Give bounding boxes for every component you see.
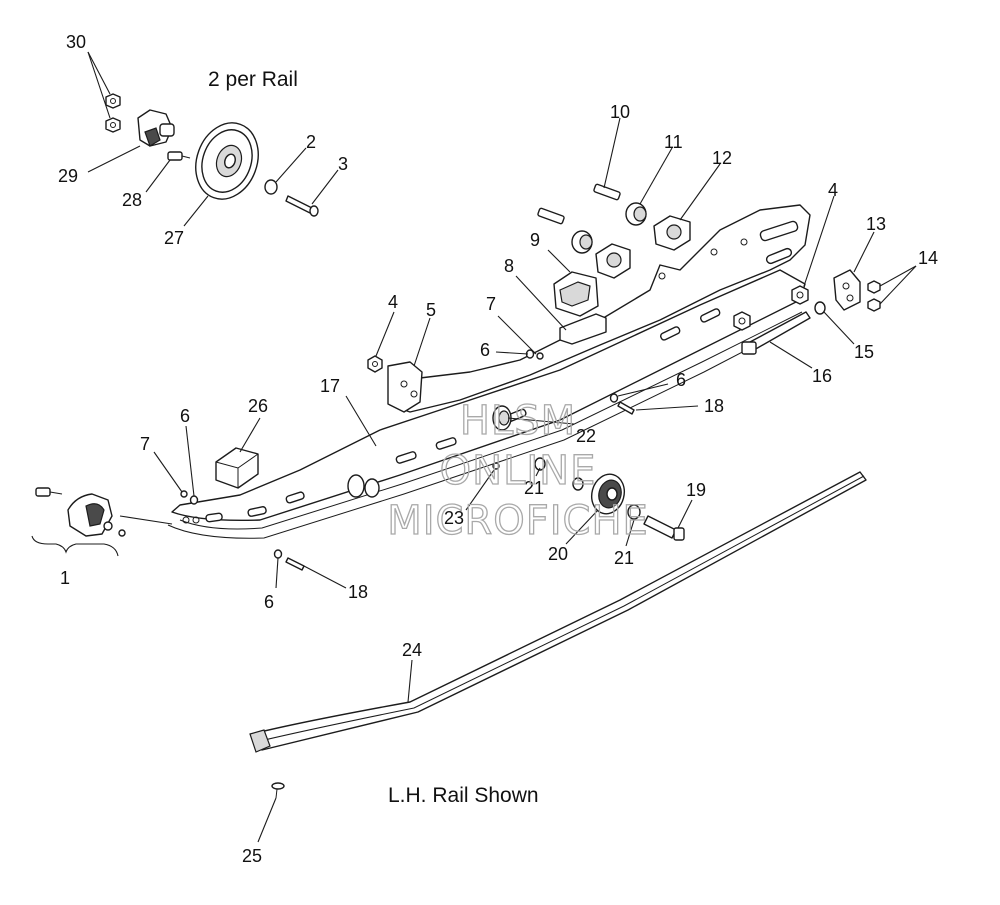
watermark-line-2: ONLINE — [440, 448, 597, 494]
block-part-9 — [553, 271, 599, 317]
bracket-part-5 — [387, 361, 423, 413]
callout-3: 3 — [338, 154, 348, 174]
washer-part-21 — [627, 504, 641, 520]
rail-slots — [205, 220, 799, 523]
bolt-part-3 — [285, 195, 319, 217]
callout-23: 23 — [444, 508, 464, 528]
caption-bottom: L.H. Rail Shown — [388, 784, 539, 807]
watermark-line-3: MICROFICHE — [387, 498, 649, 544]
callout-6d: 6 — [264, 592, 274, 612]
bracket-part-13 — [833, 269, 861, 311]
end-cap-part-1 — [31, 487, 126, 557]
callout-8: 8 — [504, 256, 514, 276]
screw-part-7 — [180, 352, 544, 498]
callout-7a: 7 — [486, 294, 496, 314]
callout-4a: 4 — [388, 292, 398, 312]
callout-22: 22 — [576, 426, 596, 446]
wheel-part-20 — [591, 473, 625, 515]
callout-29: 29 — [58, 166, 78, 186]
block-part-26 — [215, 447, 259, 489]
bolt-part-10 — [537, 183, 621, 225]
nut-part-14 — [867, 280, 881, 312]
callout-14: 14 — [918, 248, 938, 268]
callout-18b: 18 — [348, 582, 368, 602]
callout-27: 27 — [164, 228, 184, 248]
shaft-part-16 — [741, 311, 811, 355]
callout-12: 12 — [712, 148, 732, 168]
washer-part-2 — [264, 179, 278, 195]
callout-1: 1 — [60, 568, 70, 588]
callout-25: 25 — [242, 846, 262, 866]
callout-26: 26 — [248, 396, 268, 416]
washer-part-6 — [189, 349, 619, 559]
callout-2: 2 — [306, 132, 316, 152]
bushing-part-12 — [595, 215, 691, 279]
callout-15: 15 — [854, 342, 874, 362]
callout-30: 30 — [66, 32, 86, 52]
callout-21b: 21 — [614, 548, 634, 568]
bracket-part-29 — [137, 109, 175, 147]
callout-13: 13 — [866, 214, 886, 234]
callout-5: 5 — [426, 300, 436, 320]
callout-4b: 4 — [828, 180, 838, 200]
callout-16: 16 — [812, 366, 832, 386]
callout-10: 10 — [610, 102, 630, 122]
idler-wheel-assembly — [105, 93, 319, 217]
axle-bolt-part-19 — [643, 515, 685, 541]
callout-28: 28 — [122, 190, 142, 210]
bolt-part-18 — [285, 401, 635, 571]
screw-part-25 — [271, 782, 285, 799]
slider-part-8 — [559, 313, 607, 345]
washer-part-15 — [814, 301, 826, 315]
callout-11: 11 — [664, 132, 683, 152]
callout-7b: 7 — [140, 434, 150, 454]
callout-6b: 6 — [676, 370, 686, 390]
nut-part-4-left — [367, 355, 383, 373]
callout-6a: 6 — [480, 340, 490, 360]
bushing-part-11 — [571, 202, 647, 254]
callout-labels: 1 2 3 4 4 5 6 6 6 6 7 7 8 9 10 11 12 13 … — [58, 32, 938, 866]
watermark: HLSM ONLINE MICROFICHE — [387, 397, 649, 544]
nut-part-30 — [105, 93, 121, 133]
callout-21a: 21 — [524, 478, 544, 498]
callout-9: 9 — [530, 230, 540, 250]
caption-top: 2 per Rail — [208, 68, 298, 91]
watermark-line-1: HLSM — [460, 398, 576, 444]
wheel-part-27 — [195, 122, 259, 200]
callout-20: 20 — [548, 544, 568, 564]
nut-part-4-right — [733, 285, 809, 331]
bolt-part-28 — [167, 151, 191, 161]
callout-19: 19 — [686, 480, 706, 500]
callout-17: 17 — [320, 376, 340, 396]
wear-strip-part-24 — [249, 471, 867, 753]
callout-24: 24 — [402, 640, 422, 660]
leader-lines — [87, 51, 917, 843]
bolt-part-23 — [492, 462, 500, 470]
callout-6c: 6 — [180, 406, 190, 426]
callout-18a: 18 — [704, 396, 724, 416]
